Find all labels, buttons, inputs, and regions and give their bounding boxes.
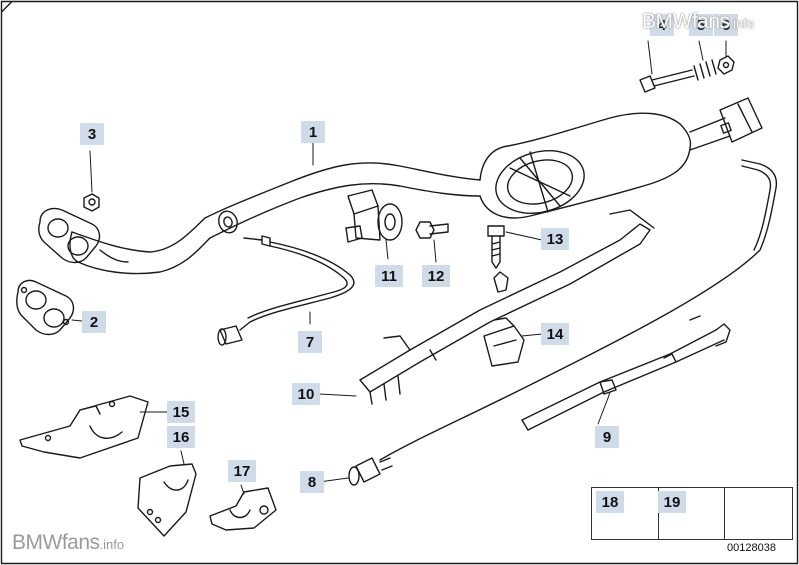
oxygen-sensor-part-7 [217,235,355,346]
callout-15[interactable]: 15 [167,401,195,423]
legend-cell-arrow [724,488,791,539]
watermark-bottom: BMWfans.info [12,531,124,555]
watermark-top-brand: BMWfans [642,10,730,33]
callout-7[interactable]: 7 [298,331,322,353]
callout-5[interactable]: 5 [689,14,713,36]
gasket-part-2 [16,279,75,336]
watermark-top-suffix: .info [729,16,755,31]
rubber-hanger-part-11 [345,189,403,243]
bolt-part-12 [415,221,449,239]
callout-6[interactable]: 6 [714,14,738,36]
callout-9[interactable]: 9 [595,426,619,448]
screw-part-13 [487,225,505,269]
callout-16[interactable]: 16 [167,426,195,448]
legend-cell-19 [658,488,725,539]
bracket-part-17 [209,487,277,531]
nut-part-3 [83,193,100,212]
watermark-top: BMWfans.info [642,10,754,34]
frame-corner-cut [0,0,13,13]
callout-12[interactable]: 12 [422,265,450,287]
callout-3[interactable]: 3 [80,123,104,145]
callout-11[interactable]: 11 [375,265,403,287]
callout-8[interactable]: 8 [300,471,324,493]
watermark-bottom-suffix: .info [99,537,125,552]
callout-19[interactable]: 19 [658,491,686,513]
callout-13[interactable]: 13 [541,228,569,250]
legend-box [591,487,793,540]
support-bracket-part-10 [359,209,655,405]
oxygen-sensor-part-8 [348,159,778,486]
callout-18[interactable]: 18 [596,491,624,513]
callout-2[interactable]: 2 [82,311,106,333]
callout-4[interactable]: 4 [650,14,674,36]
callout-17[interactable]: 17 [228,460,256,482]
rubber-mount-part-14 [483,317,525,367]
callout-1[interactable]: 1 [301,121,325,143]
bolt-part-4 [639,69,695,93]
bracket-part-16 [137,463,197,537]
nut-part-6 [717,55,735,75]
manifold-flange [38,207,101,264]
document-number: 00128038 [727,542,776,554]
heat-shield-part-15 [19,395,149,459]
cable-bracket-part-9 [521,315,731,431]
callout-14[interactable]: 14 [541,323,569,345]
spring-part-5 [693,59,717,81]
exhaust-pipe-part-1 [69,97,763,275]
watermark-bottom-brand: BMWfans [12,531,100,554]
callout-10[interactable]: 10 [292,383,320,405]
